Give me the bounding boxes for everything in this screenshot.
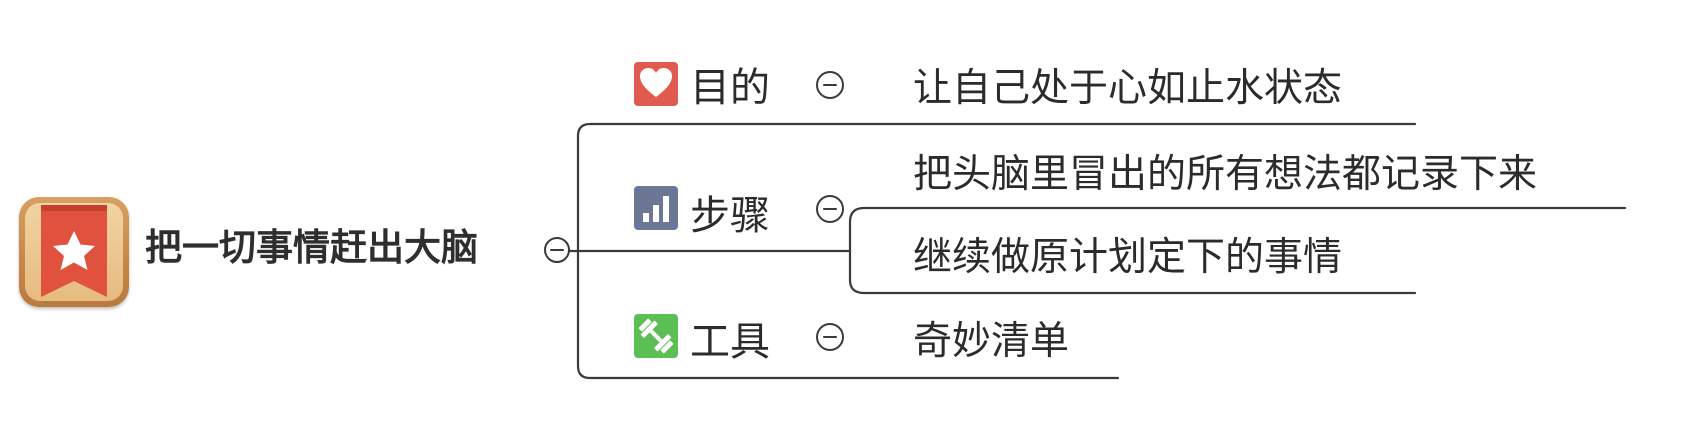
branch-spine xyxy=(576,122,1417,380)
branch-label-tools[interactable]: 工具 xyxy=(690,319,770,365)
leaf-goal-1[interactable]: 让自己处于心如止水状态 xyxy=(913,66,1343,111)
leaf-tools-1[interactable]: 奇妙清单 xyxy=(913,319,1070,364)
wunderlist-star-bookmark-icon xyxy=(19,197,129,307)
tools-collapse-toggle[interactable] xyxy=(816,323,844,351)
connector-lines xyxy=(546,122,1627,380)
goal-collapse-toggle[interactable] xyxy=(816,71,844,99)
leaf-steps-2[interactable]: 继续做原计划定下的事情 xyxy=(913,235,1343,280)
steps-connector xyxy=(848,206,1627,253)
root-collapse-toggle[interactable] xyxy=(544,237,570,263)
branch-label-goal[interactable]: 目的 xyxy=(690,65,770,111)
heart-icon xyxy=(634,62,678,106)
dumbbell-icon xyxy=(634,314,678,358)
root-node-title[interactable]: 把一切事情赶出大脑 xyxy=(145,226,478,269)
steps-collapse-toggle[interactable] xyxy=(816,195,844,223)
steps-connector-lower xyxy=(848,249,1417,295)
bar-chart-icon xyxy=(634,186,678,230)
leaf-steps-1[interactable]: 把头脑里冒出的所有想法都记录下来 xyxy=(913,152,1538,197)
branch-label-steps[interactable]: 步骤 xyxy=(690,193,770,239)
